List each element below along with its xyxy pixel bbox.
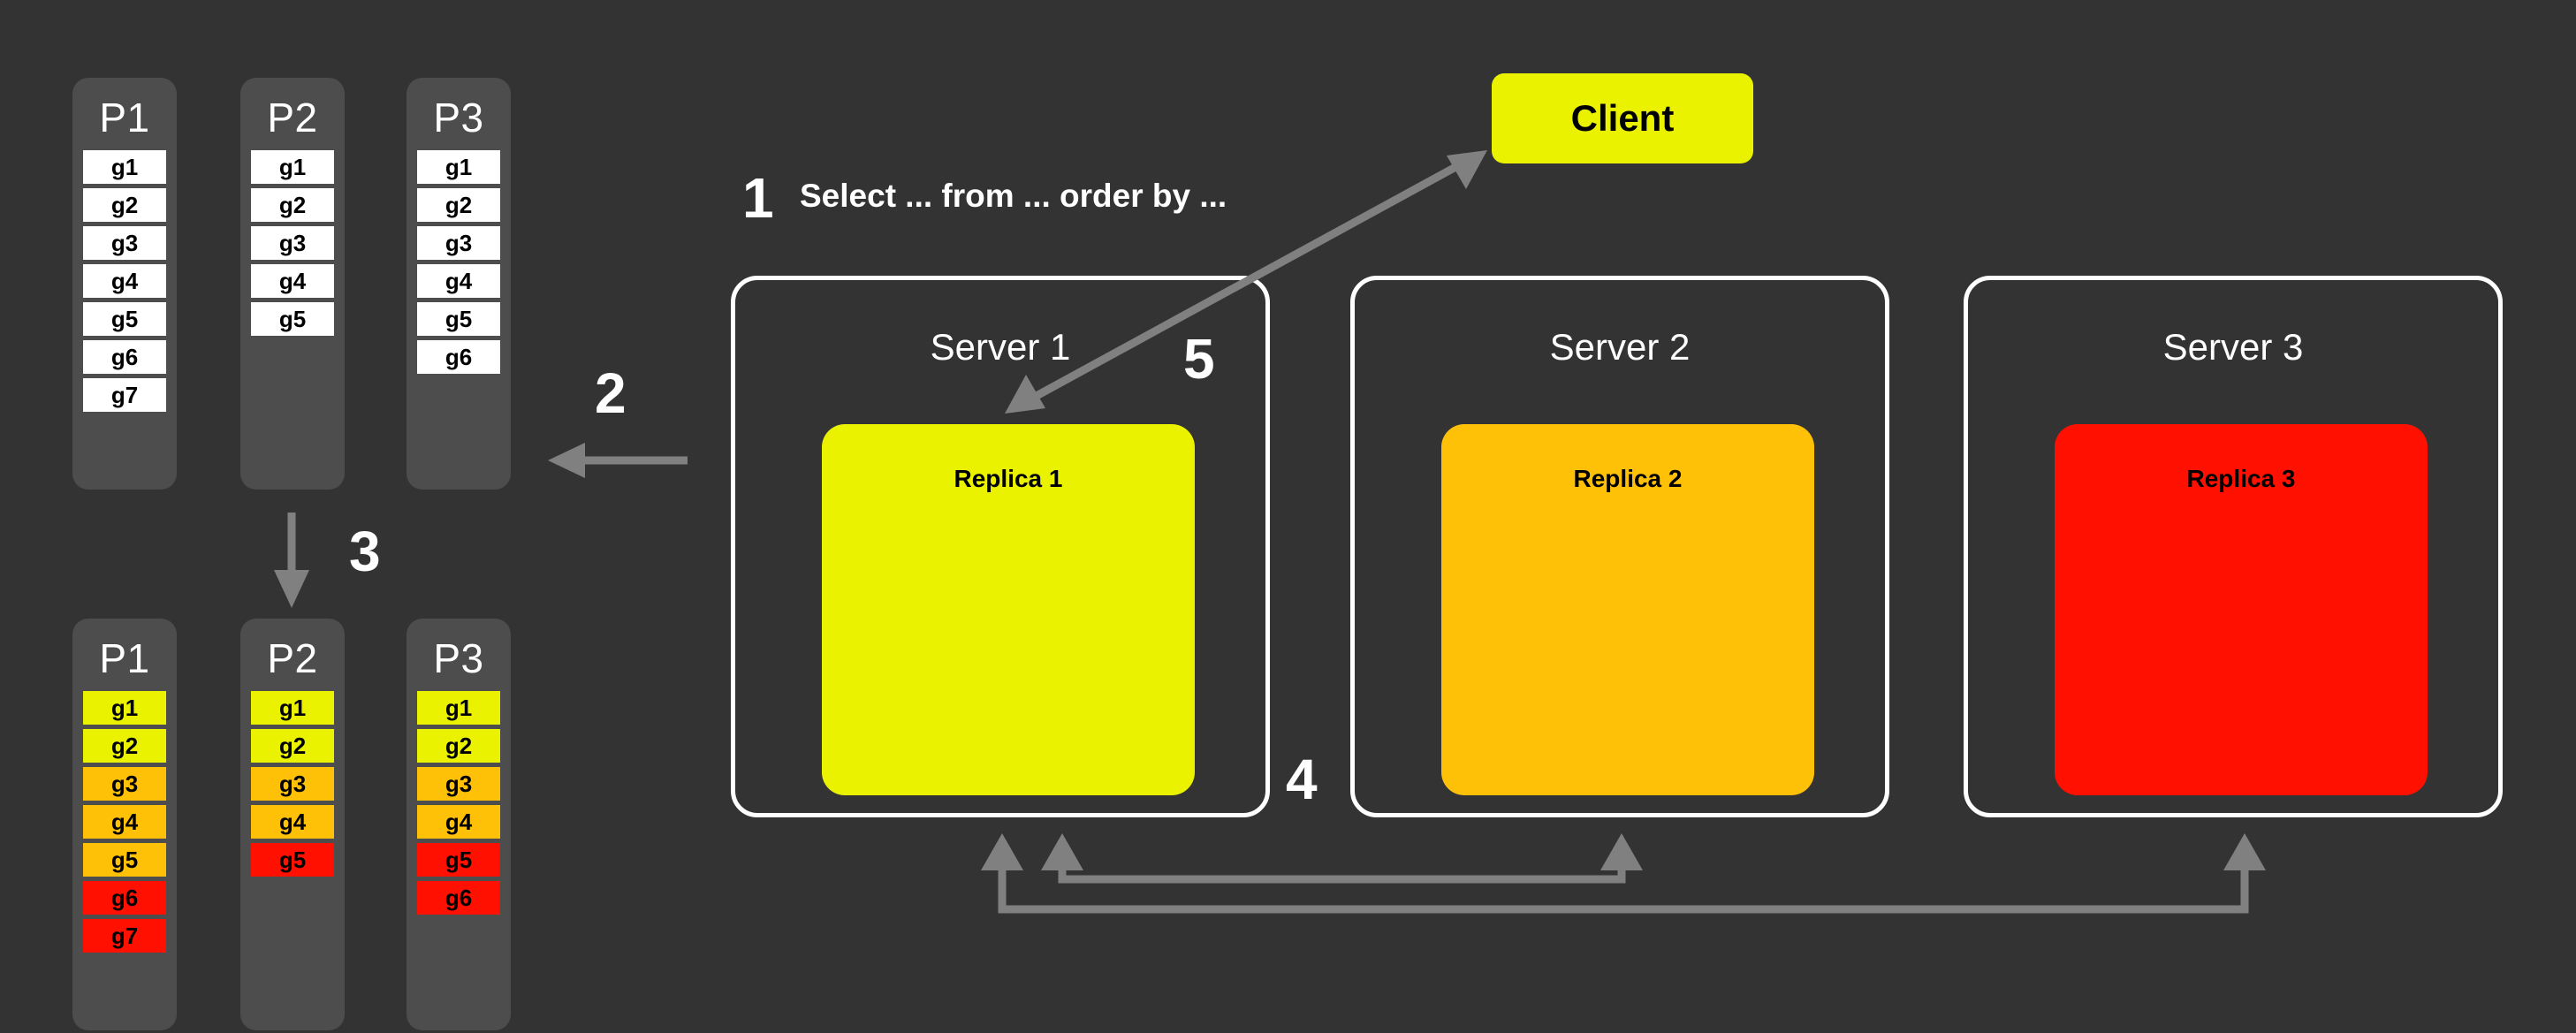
partition-cell: g4 [251, 264, 334, 298]
partition-cell: g1 [417, 691, 500, 725]
partition-cell: g3 [83, 226, 166, 260]
partition-column-p1-before: P1 g1 g2 g3 g4 g5 g6 g7 [72, 78, 177, 490]
partition-cell: g5 [251, 843, 334, 877]
replica-label: Replica 1 [954, 465, 1063, 492]
partition-cell: g6 [417, 881, 500, 915]
server-label: Server 3 [2162, 326, 2304, 368]
step-number-4: 4 [1286, 748, 1318, 811]
server-box-1[interactable]: Server 1 Replica 1 [731, 276, 1270, 817]
arrow-step-2 [548, 443, 688, 478]
partition-label: P1 [99, 635, 150, 681]
partition-column-p2-before: P2 g1 g2 g3 g4 g5 [240, 78, 345, 490]
partition-cell: g1 [251, 691, 334, 725]
client-label: Client [1570, 97, 1675, 139]
partition-cells: g1 g2 g3 g4 g5 g6 g7 [72, 150, 177, 412]
partition-cell: g5 [417, 302, 500, 336]
partition-cell: g1 [83, 150, 166, 184]
partition-cell: g6 [83, 881, 166, 915]
server-box-3[interactable]: Server 3 Replica 3 [1964, 276, 2503, 817]
query-caption: Select ... from ... order by ... [800, 178, 1227, 214]
server-label: Server 2 [1549, 326, 1691, 368]
replica-label: Replica 2 [1573, 465, 1683, 492]
partition-cell: g1 [83, 691, 166, 725]
server-box-2[interactable]: Server 2 Replica 2 [1350, 276, 1889, 817]
partition-cell: g3 [251, 226, 334, 260]
partition-cell: g2 [251, 188, 334, 222]
partition-cell: g3 [83, 767, 166, 801]
partition-cell: g4 [417, 805, 500, 839]
partition-cell: g1 [417, 150, 500, 184]
partition-cell: g5 [83, 302, 166, 336]
partition-label: P2 [267, 635, 318, 681]
partition-cell: g2 [83, 729, 166, 763]
partition-cell: g4 [251, 805, 334, 839]
step-number-3: 3 [349, 520, 381, 583]
partition-label: P3 [433, 95, 484, 141]
partition-cell: g5 [83, 843, 166, 877]
partition-cells: g1 g2 g3 g4 g5 g6 [407, 150, 511, 374]
arrow-step-3 [274, 513, 309, 608]
partition-cell: g2 [251, 729, 334, 763]
partition-cell: g7 [83, 378, 166, 412]
partition-cell: g5 [251, 302, 334, 336]
partition-label: P2 [267, 95, 318, 141]
partition-cell: g3 [417, 767, 500, 801]
partition-label: P3 [433, 635, 484, 681]
partition-cell: g4 [83, 264, 166, 298]
partition-label: P1 [99, 95, 150, 141]
replica-box-1[interactable]: Replica 1 [822, 424, 1195, 795]
step-number-2: 2 [595, 361, 627, 425]
partition-cell: g1 [251, 150, 334, 184]
partition-column-p1-after: P1 g1 g2 g3 g4 g5 g6 g7 [72, 619, 177, 1030]
partition-column-p3-after: P3 g1 g2 g3 g4 g5 g6 [407, 619, 511, 1030]
replica-label: Replica 3 [2186, 465, 2296, 492]
client-box[interactable]: Client [1492, 73, 1753, 163]
partition-cell: g3 [251, 767, 334, 801]
replica-box-3[interactable]: Replica 3 [2055, 424, 2428, 795]
partition-cell: g3 [417, 226, 500, 260]
partition-cell: g6 [417, 340, 500, 374]
partition-cells: g1 g2 g3 g4 g5 g6 g7 [72, 691, 177, 953]
replica-box-2[interactable]: Replica 2 [1441, 424, 1814, 795]
step-number-1: 1 [742, 166, 774, 230]
partition-cells: g1 g2 g3 g4 g5 g6 [407, 691, 511, 915]
partition-column-p2-after: P2 g1 g2 g3 g4 g5 [240, 619, 345, 1030]
arrow-step-4 [981, 833, 2266, 914]
partition-cell: g2 [83, 188, 166, 222]
partition-cell: g6 [83, 340, 166, 374]
partition-cell: g2 [417, 729, 500, 763]
partition-cell: g4 [417, 264, 500, 298]
partition-cell: g5 [417, 843, 500, 877]
partition-cells: g1 g2 g3 g4 g5 [240, 150, 345, 336]
partition-cell: g7 [83, 919, 166, 953]
partition-cell: g4 [83, 805, 166, 839]
partition-cell: g2 [417, 188, 500, 222]
partition-cells: g1 g2 g3 g4 g5 [240, 691, 345, 877]
server-label: Server 1 [930, 326, 1071, 368]
partition-column-p3-before: P3 g1 g2 g3 g4 g5 g6 [407, 78, 511, 490]
